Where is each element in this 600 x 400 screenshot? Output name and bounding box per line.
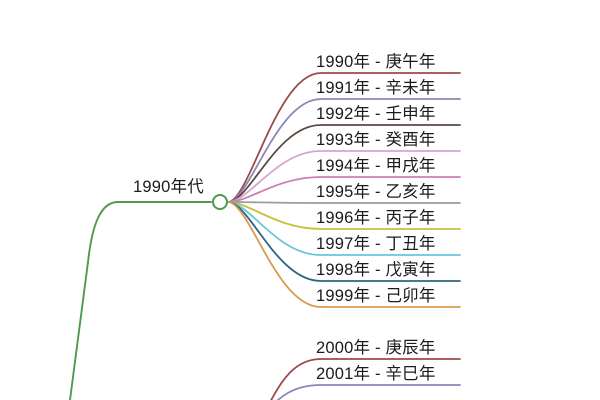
secondary-branch-curves-group xyxy=(270,358,461,400)
branch-label[interactable]: 1990年 - 庚午年 xyxy=(316,53,436,71)
branch-curve xyxy=(228,201,461,282)
branch-label[interactable]: 1998年 - 戊寅年 xyxy=(316,261,436,279)
branch-curves-group xyxy=(228,72,461,308)
branch-curve xyxy=(228,98,461,203)
branch-curve xyxy=(228,201,461,230)
branch-curve xyxy=(228,201,461,308)
branch-label[interactable]: 2000年 - 庚辰年 xyxy=(316,339,436,357)
branch-label[interactable]: 1995年 - 乙亥年 xyxy=(316,183,436,201)
branch-curve xyxy=(228,201,461,204)
branch-label[interactable]: 1999年 - 己卯年 xyxy=(316,287,436,305)
branch-label[interactable]: 1992年 - 壬申年 xyxy=(316,105,436,123)
branch-label[interactable]: 1994年 - 甲戌年 xyxy=(316,157,436,175)
branch-curve xyxy=(228,124,461,203)
branch-label[interactable]: 1996年 - 丙子年 xyxy=(316,209,436,227)
branch-curve xyxy=(228,72,461,203)
branch-label[interactable]: 1993年 - 癸酉年 xyxy=(316,131,436,149)
branch-label[interactable]: 1991年 - 辛未年 xyxy=(316,79,436,97)
branch-label[interactable]: 2001年 - 辛巳年 xyxy=(316,365,436,383)
branch-curve xyxy=(276,384,461,400)
root-node-circle[interactable] xyxy=(212,194,228,210)
branch-curve xyxy=(228,201,461,256)
branch-curve xyxy=(270,358,461,400)
branch-curve xyxy=(228,150,461,203)
root-node-label[interactable]: 1990年代 xyxy=(133,178,204,196)
root-trunk-group xyxy=(69,201,212,400)
root-trunk-path xyxy=(69,201,212,400)
branch-label[interactable]: 1997年 - 丁丑年 xyxy=(316,235,436,253)
branch-curve xyxy=(228,176,461,203)
